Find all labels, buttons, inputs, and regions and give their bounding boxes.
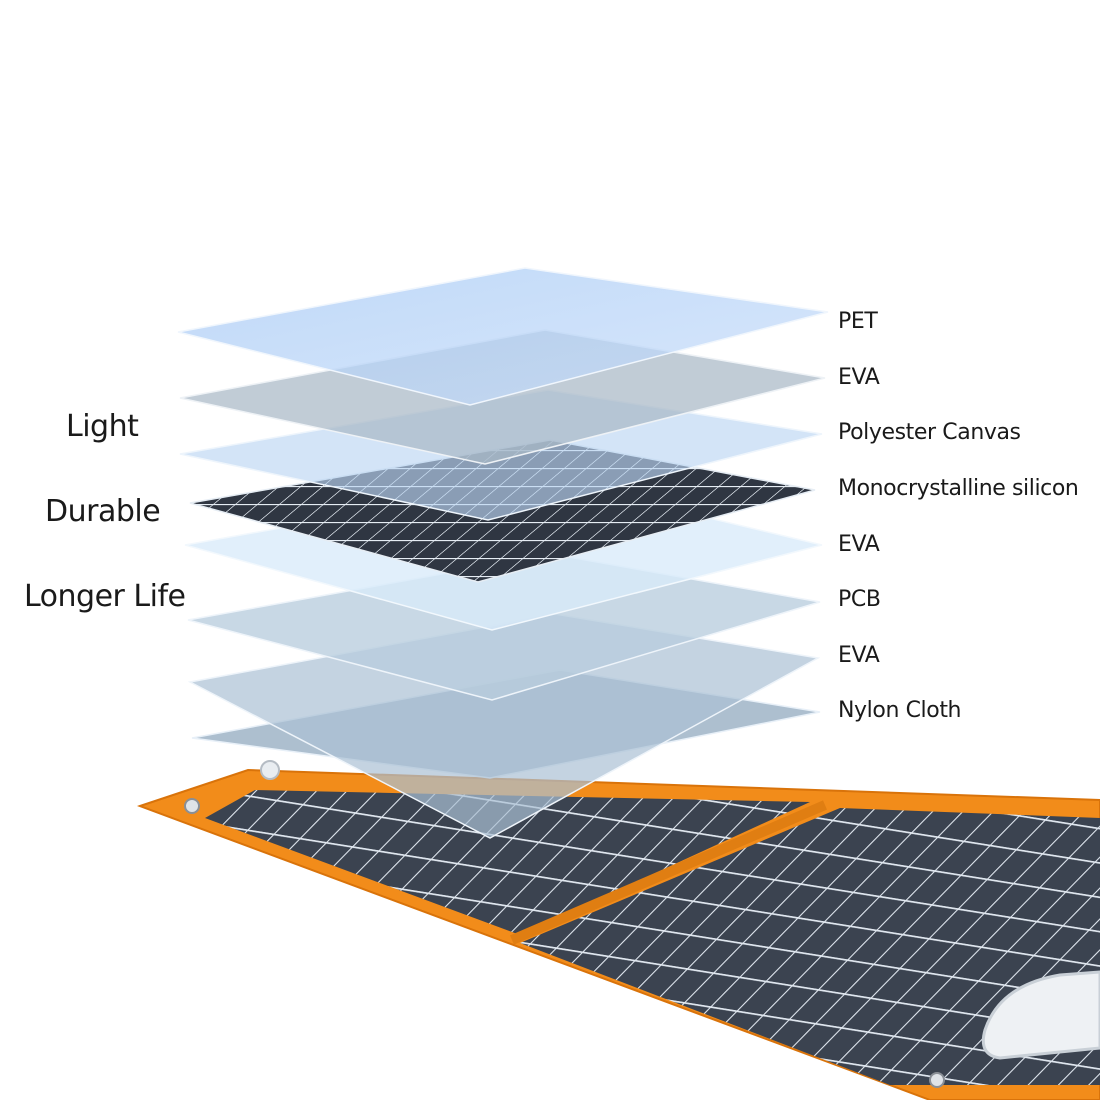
feature-durable: Durable [45,494,161,529]
label-polyester-canvas: Polyester Canvas [838,420,1021,445]
carry-handle-icon [981,970,1100,1060]
grommet-icon [184,760,945,1088]
label-eva-2: EVA [838,532,880,557]
layer-stack [177,267,829,839]
label-monocrystalline-silicon: Monocrystalline silicon [838,476,1079,501]
layer-pet [177,267,829,406]
panel-fold-seam [510,800,827,945]
panel-cells-right [520,808,1100,1085]
label-nylon-cloth: Nylon Cloth [838,698,962,723]
label-eva-1: EVA [838,365,880,390]
feature-longer-life: Longer Life [24,579,186,614]
panel-cells-left [205,790,810,935]
folding-solar-panel [136,760,1100,1100]
feature-light: Light [66,409,139,444]
label-eva-3: EVA [838,643,880,668]
label-pet: PET [838,309,878,334]
label-pcb: PCB [838,587,881,612]
